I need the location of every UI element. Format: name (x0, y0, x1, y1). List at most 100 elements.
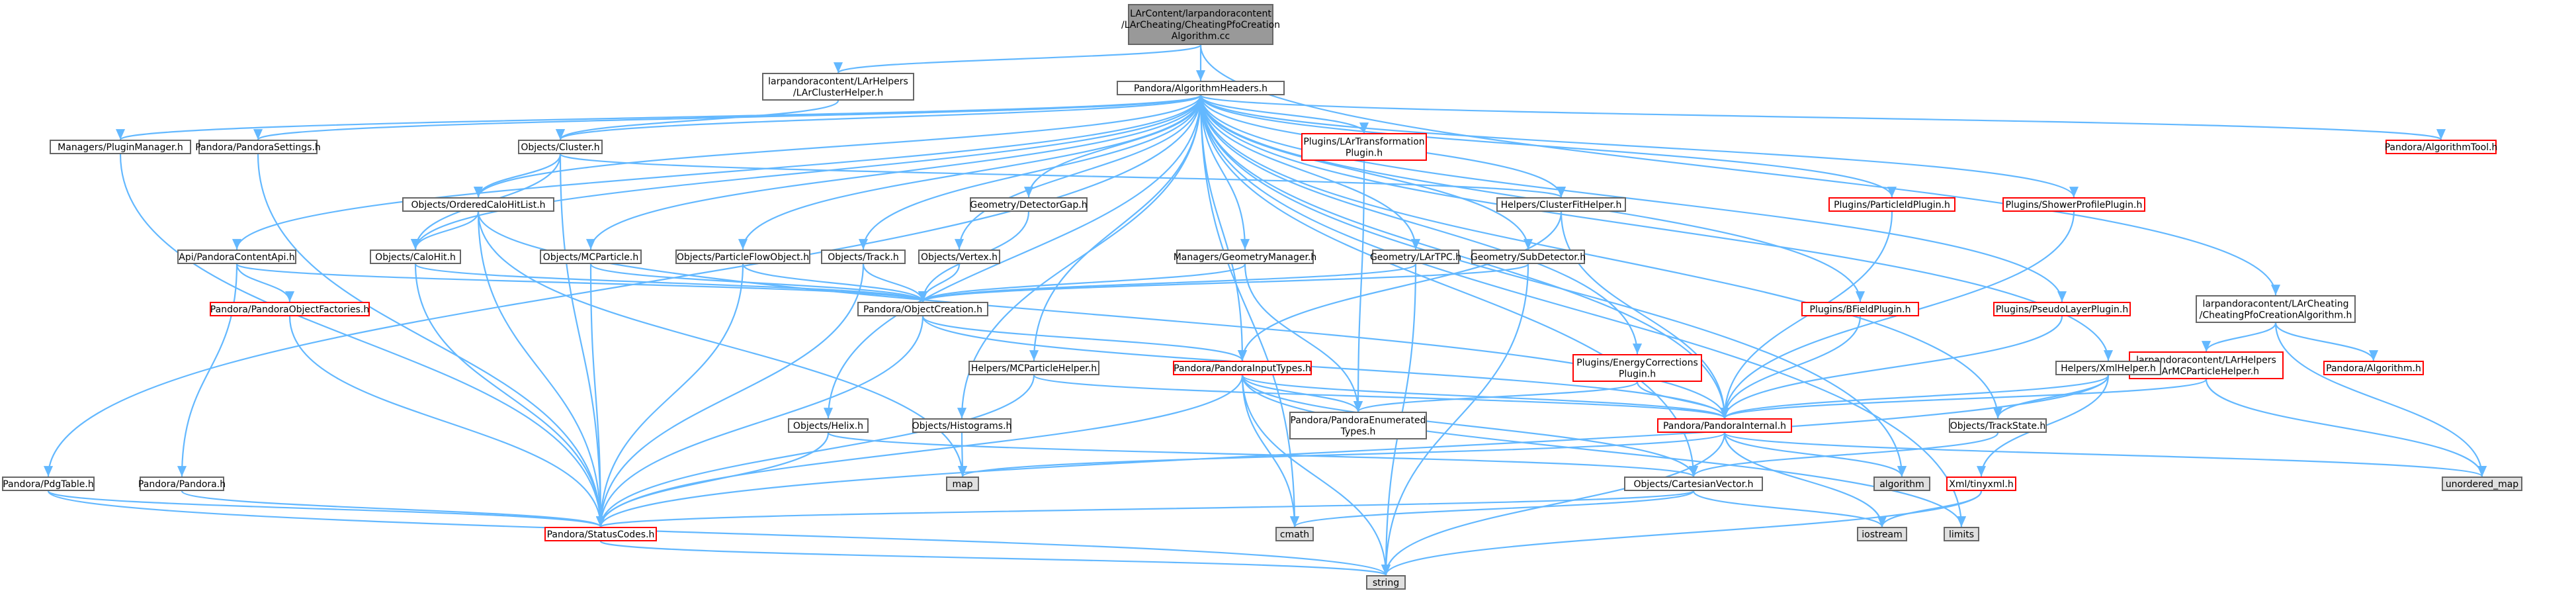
node-track-box (821, 250, 906, 264)
node-calohit[interactable]: Objects/CaloHit.h (370, 250, 461, 264)
node-string[interactable]: string (1366, 575, 1406, 590)
node-inputtypes-label-line: Pandora/PandoraInputTypes.h (1174, 363, 1311, 374)
node-cmath-box (1275, 527, 1314, 541)
node-iostream[interactable]: iostream (1857, 527, 1907, 541)
node-contentapi-box (177, 250, 296, 264)
node-clusterfit[interactable]: Helpers/ClusterFitHelper.h (1496, 197, 1626, 212)
node-geometrymanager[interactable]: Managers/GeometryManager.h (1174, 250, 1317, 264)
node-helix[interactable]: Objects/Helix.h (788, 418, 869, 433)
edge-algheaders-to-histograms (957, 95, 1202, 419)
node-clusterfit-box (1496, 197, 1626, 212)
node-algorithmh[interactable]: Pandora/Algorithm.h (2323, 361, 2424, 375)
edge-mcparticlehelperlar-to-internal (1720, 378, 2208, 420)
node-algorithmh-label-line: Pandora/Algorithm.h (2326, 363, 2421, 374)
edge-internal-to-map (958, 432, 1726, 478)
node-map[interactable]: map (946, 477, 979, 491)
node-transplugin-label-line: Plugins/LArTransformation (1303, 137, 1424, 148)
node-showerprofile[interactable]: Plugins/ShowerProfilePlugin.h (2002, 197, 2145, 212)
edge-cheatingalgh-to-mcparticlehelperlar (2202, 322, 2277, 352)
node-detectorgap-label-line: Geometry/DetectorGap.h (970, 200, 1087, 210)
edge-clusterfit-to-internal (1560, 211, 1730, 419)
node-statuscodes[interactable]: Pandora/StatusCodes.h (544, 527, 657, 541)
node-pluginmanager[interactable]: Managers/PluginManager.h (50, 140, 191, 154)
node-unorderedmap[interactable]: unordered_map (2442, 477, 2522, 491)
node-mcparticlehelperlar[interactable]: larpandoracontent/LArHelpers/LArMCPartic… (2129, 351, 2284, 379)
edge-pandorah-to-statuscodes (181, 490, 605, 528)
node-root-box (1128, 4, 1273, 45)
node-pandorah[interactable]: Pandora/Pandora.h (138, 477, 226, 491)
node-inputtypes[interactable]: Pandora/PandoraInputTypes.h (1173, 361, 1312, 375)
node-string-box (1366, 575, 1406, 590)
edge-inputtypes-to-enumerated (1241, 375, 1363, 412)
edge-orderedcalo-to-calohit (411, 211, 480, 250)
edge-subdetector-to-objectcreation (918, 263, 1529, 303)
node-algorithmh-box (2323, 361, 2424, 375)
node-detectorgap[interactable]: Geometry/DetectorGap.h (970, 197, 1088, 212)
node-clusterhelper-label-line: larpandoracontent/LArHelpers (768, 77, 908, 87)
edge-contentapi-to-objectcreation (236, 263, 927, 303)
edge-geometrymanager-to-objectcreation (918, 263, 1246, 302)
edge-geometrymanager-to-enumerated (1244, 263, 1363, 412)
node-mcparticlehelper[interactable]: Helpers/MCParticleHelper.h (968, 361, 1099, 375)
node-inputtypes-box (1173, 361, 1312, 375)
node-lartpc[interactable]: Geometry/LArTPC.h (1370, 250, 1461, 264)
node-settings-label-line: Pandora/PandoraSettings.h (195, 142, 321, 153)
node-settings[interactable]: Pandora/PandoraSettings.h (195, 140, 321, 154)
node-pseudolayer[interactable]: Plugins/PseudoLayerPlugin.h (1993, 302, 2131, 316)
edge-subdetector-to-string (1381, 263, 1529, 576)
node-tinyxml[interactable]: Xml/tinyxml.h (1946, 477, 2016, 491)
node-histograms[interactable]: Objects/Histograms.h (912, 418, 1012, 433)
node-track[interactable]: Objects/Track.h (821, 250, 906, 264)
edge-mcparticle-to-statuscodes (589, 263, 606, 527)
edge-calohit-to-objectcreation (414, 263, 927, 303)
node-algorithm[interactable]: algorithm (1873, 477, 1930, 491)
node-particleid[interactable]: Plugins/ParticleIdPlugin.h (1828, 197, 1955, 212)
node-bfield[interactable]: Plugins/BFieldPlugin.h (1801, 302, 1919, 316)
node-mcparticle[interactable]: Objects/MCParticle.h (540, 250, 642, 264)
node-internal[interactable]: Pandora/PandoraInternal.h (1657, 418, 1792, 433)
node-particleid-label-line: Plugins/ParticleIdPlugin.h (1834, 200, 1950, 210)
node-objectfactories[interactable]: Pandora/PandoraObjectFactories.h (210, 302, 370, 316)
node-pdgtable-label-line: Pandora/PdgTable.h (3, 479, 94, 490)
node-tinyxml-box (1946, 477, 2016, 491)
node-contentapi[interactable]: Api/PandoraContentApi.h (177, 250, 296, 264)
node-root-label-line: LArContent/larpandoracontent (1130, 9, 1271, 19)
node-trackstate[interactable]: Objects/TrackState.h (1949, 418, 2047, 433)
node-xmlhelper[interactable]: Helpers/XmlHelper.h (2055, 361, 2161, 375)
node-limits[interactable]: limits (1944, 527, 1979, 541)
node-objectfactories-label-line: Pandora/PandoraObjectFactories.h (210, 304, 369, 315)
node-orderedcalo[interactable]: Objects/OrderedCaloHitList.h (402, 197, 554, 212)
edge-cartesian-to-statuscodes (596, 490, 1695, 528)
node-enumerated-label-line: Types.h (1340, 427, 1376, 437)
node-algtool[interactable]: Pandora/AlgorithmTool.h (2385, 140, 2498, 154)
node-cmath[interactable]: cmath (1275, 527, 1314, 541)
node-root[interactable]: LArContent/larpandoracontent/LArCheating… (1121, 4, 1280, 45)
node-cartesian-box (1624, 477, 1763, 491)
node-cluster[interactable]: Objects/Cluster.h (518, 140, 603, 154)
node-subdetector[interactable]: Geometry/SubDetector.h (1471, 250, 1586, 264)
edge-algheaders-to-algorithm (1199, 95, 1907, 477)
edge-algheaders-to-pfo (738, 95, 1202, 250)
edge-algheaders-to-lartpc (1199, 95, 1420, 250)
edge-xmlhelper-to-statuscodes (596, 375, 2110, 527)
node-orderedcalo-label-line: Objects/OrderedCaloHitList.h (411, 200, 545, 210)
node-cartesian-label-line: Objects/CartesianVector.h (1633, 479, 1753, 490)
node-mcparticlehelper-label-line: Helpers/MCParticleHelper.h (971, 363, 1097, 374)
node-string-label-line: string (1373, 578, 1399, 588)
node-pdgtable[interactable]: Pandora/PdgTable.h (2, 477, 95, 491)
node-vertex[interactable]: Objects/Vertex.h (918, 250, 1000, 264)
edge-algheaders-to-cmath (1199, 95, 1300, 527)
node-algheaders[interactable]: Pandora/AlgorithmHeaders.h (1117, 81, 1285, 95)
node-pfo[interactable]: Objects/ParticleFlowObject.h (675, 250, 810, 264)
node-objectcreation[interactable]: Pandora/ObjectCreation.h (857, 302, 988, 316)
edge-energycorr-to-enumerated (1353, 381, 1639, 413)
node-clusterhelper[interactable]: larpandoracontent/LArHelpers/LArClusterH… (762, 73, 914, 101)
node-cheatingalgh[interactable]: larpandoracontent/LArCheating/CheatingPf… (2196, 295, 2356, 323)
node-cartesian[interactable]: Objects/CartesianVector.h (1624, 477, 1763, 491)
edge-internal-to-algorithm (1723, 432, 1907, 477)
node-algtool-box (2385, 140, 2497, 154)
node-subdetector-label-line: Geometry/SubDetector.h (1471, 252, 1586, 263)
